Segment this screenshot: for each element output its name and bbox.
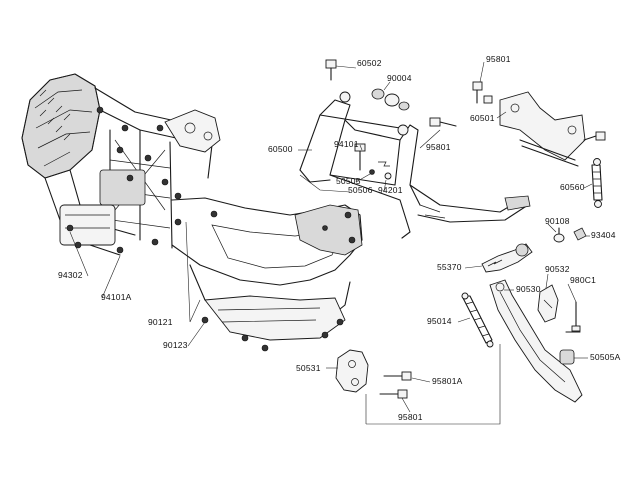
label-95014: 95014 xyxy=(427,316,452,326)
label-60500: 60500 xyxy=(268,144,293,154)
bracket-50531 xyxy=(335,349,369,393)
label-95801-top: 95801 xyxy=(486,54,511,64)
label-94101: 94101 xyxy=(334,139,359,149)
label-50506: 50506 xyxy=(348,185,373,195)
clip-93404 xyxy=(573,227,587,241)
rubber-50505a xyxy=(559,349,575,365)
bolt-60501-side xyxy=(583,131,606,141)
label-94302: 94302 xyxy=(58,270,83,280)
main-frame xyxy=(21,73,363,352)
bracket-90532 xyxy=(537,284,559,323)
label-90108: 90108 xyxy=(545,216,570,226)
side-stand-90530 xyxy=(489,279,583,403)
label-60501: 60501 xyxy=(470,113,495,123)
spring-95014 xyxy=(461,292,494,348)
label-90530: 90530 xyxy=(516,284,541,294)
leader-lines xyxy=(69,61,593,425)
label-55370: 55370 xyxy=(437,262,462,272)
label-90123: 90123 xyxy=(163,340,188,350)
label-90121: 90121 xyxy=(148,317,173,327)
label-50505: 50505 xyxy=(336,176,361,186)
bolt-60502 xyxy=(325,59,337,81)
bolt-95801a xyxy=(383,371,412,381)
label-60560: 60560 xyxy=(560,182,585,192)
label-90532: 90532 xyxy=(545,264,570,274)
bolt-95801-bottom xyxy=(379,389,408,399)
label-95801a: 95801A xyxy=(432,376,463,386)
bolt-group-center xyxy=(354,143,392,180)
label-90004: 90004 xyxy=(387,73,412,83)
pin-980c1 xyxy=(565,301,581,333)
part-labels: 60502 90004 95801 60501 60500 94101 9580… xyxy=(58,54,621,422)
label-60502: 60502 xyxy=(357,58,382,68)
bolt-95801-top xyxy=(472,81,493,104)
label-94201: 94201 xyxy=(378,185,403,195)
label-93404: 93404 xyxy=(591,230,616,240)
label-95801-bottom: 95801 xyxy=(398,412,423,422)
spring-60560 xyxy=(591,158,603,208)
bolt-bs601 xyxy=(429,117,457,127)
center-stand xyxy=(299,91,531,239)
label-bs601: 95801 xyxy=(426,142,451,152)
label-980c1: 980C1 xyxy=(570,275,596,285)
label-50531: 50531 xyxy=(296,363,321,373)
collar-90108 xyxy=(553,227,565,243)
label-50505a: 50505A xyxy=(590,352,621,362)
switch-55370 xyxy=(481,243,533,273)
stand-bracket xyxy=(499,91,586,167)
collar-90004 xyxy=(371,88,410,111)
label-94101a: 94101A xyxy=(101,292,132,302)
